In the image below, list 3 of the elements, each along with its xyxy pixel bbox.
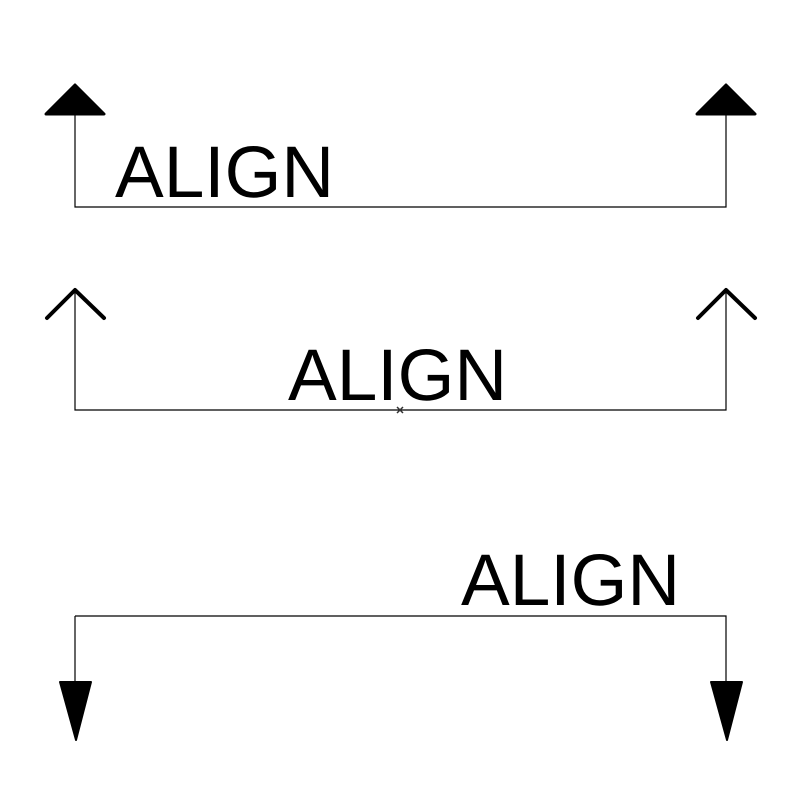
align-label: ALIGN bbox=[115, 136, 334, 209]
align-label: ALIGN bbox=[461, 544, 680, 617]
align-label: ALIGN bbox=[288, 339, 508, 412]
